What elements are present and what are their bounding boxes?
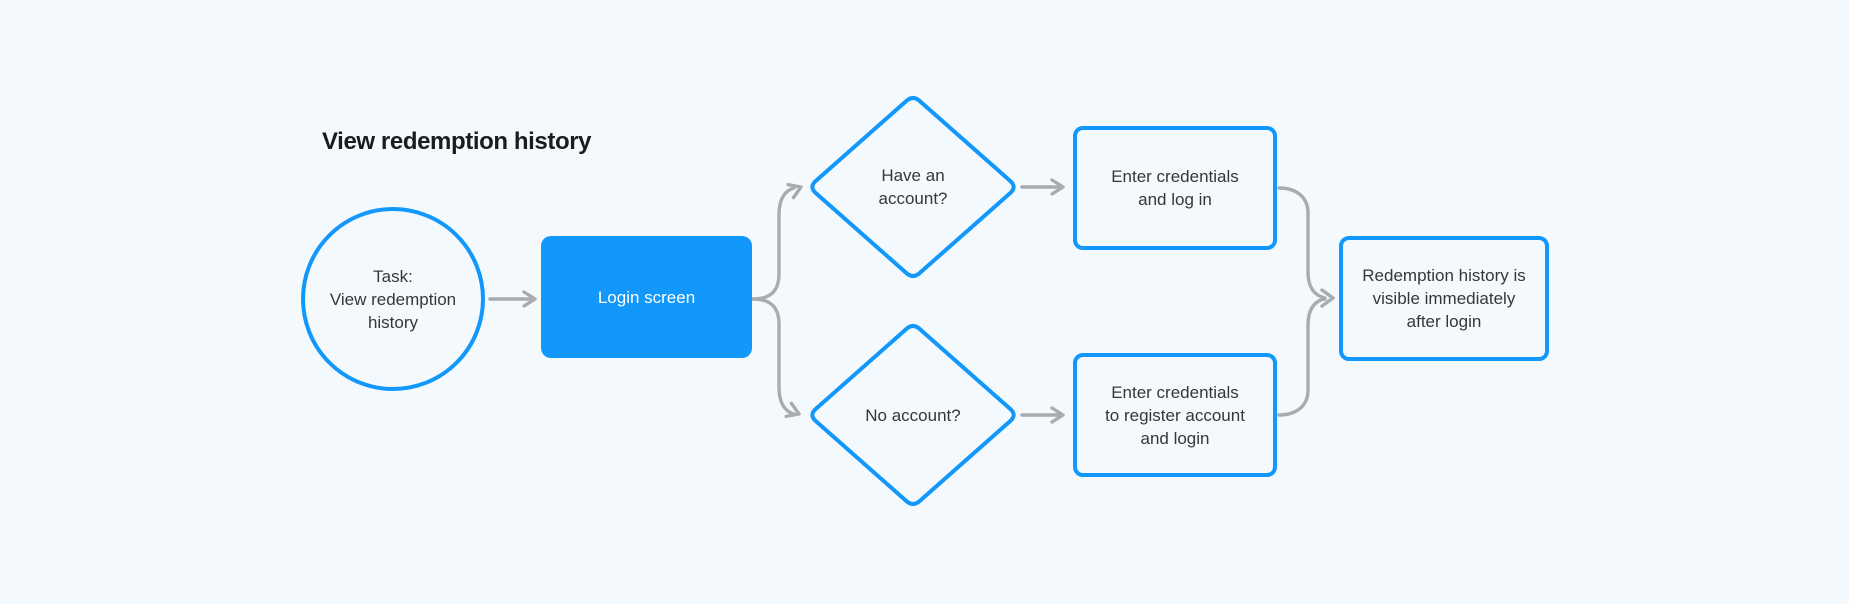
login-screen-label: Login screen (597, 287, 696, 307)
arrowhead-icon (786, 182, 803, 200)
connector-line (751, 297, 796, 416)
connector-have-account-to-enter-login (1020, 178, 1065, 196)
task-label-line: Task: (373, 266, 413, 286)
task-start-node[interactable]: Task: View redemption history (301, 207, 485, 391)
arrowhead-icon (1050, 178, 1065, 196)
arrowhead-icon (522, 290, 537, 308)
enter-register-label-line: and login (1140, 428, 1210, 448)
connector-line (751, 186, 796, 301)
enter-register-label-line: to register account (1105, 405, 1245, 425)
diagram-title: View redemption history (322, 128, 592, 155)
task-label-line: history (367, 312, 419, 332)
connector-task-to-login (488, 290, 537, 308)
connector-login-to-no-account (751, 297, 801, 419)
connector-enter-login-to-result (1277, 186, 1327, 300)
result-label-line: after login (1406, 312, 1482, 331)
connector-line (1277, 186, 1327, 300)
result-label-line: visible immediately (1372, 289, 1516, 308)
enter-login-label-line: and log in (1138, 190, 1212, 209)
connector-no-account-to-enter-register (1020, 406, 1065, 424)
decision-no-account-shape[interactable] (810, 324, 1016, 506)
enter-register-label-line: Enter credentials (1111, 382, 1239, 402)
arrowhead-icon (1050, 406, 1065, 424)
arrowhead-icon (784, 401, 801, 419)
enter-credentials-register-node[interactable]: Enter credentials to register account an… (1073, 353, 1277, 477)
connector-enter-register-to-result (1277, 288, 1335, 417)
login-screen-node[interactable]: Login screen (541, 236, 752, 358)
decision-have-account-shape[interactable] (810, 96, 1016, 278)
enter-login-label-line: Enter credentials (1111, 167, 1239, 186)
redemption-history-result-node[interactable]: Redemption history is visible immediatel… (1339, 236, 1549, 361)
enter-credentials-login-node[interactable]: Enter credentials and log in (1073, 126, 1277, 250)
arrowhead-icon (1320, 288, 1335, 308)
task-label-line: View redemption (329, 289, 457, 309)
connector-login-to-have-account (751, 182, 803, 301)
connector-line (1277, 297, 1327, 417)
result-label-line: Redemption history is (1362, 266, 1526, 285)
